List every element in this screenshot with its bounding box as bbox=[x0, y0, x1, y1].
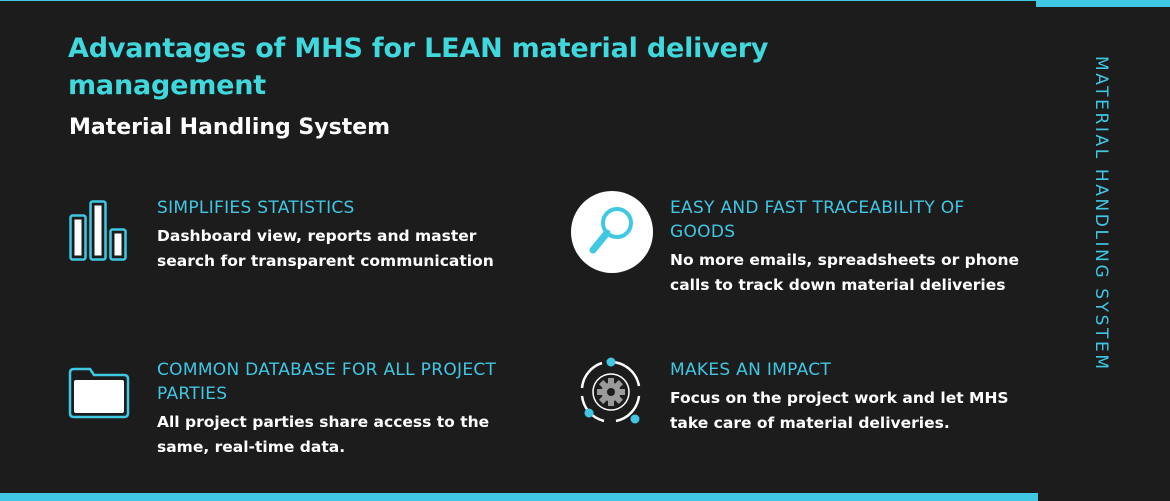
vertical-side-label: MATERIAL HANDLING SYSTEM bbox=[1091, 56, 1111, 372]
feature-simplifies-statistics: SIMPLIFIES STATISTICS Dashboard view, re… bbox=[157, 196, 537, 274]
folder-icon bbox=[68, 367, 130, 424]
feature-description: Dashboard view, reports and master searc… bbox=[157, 227, 494, 270]
feature-description: No more emails, spreadsheets or phone ca… bbox=[670, 251, 1019, 294]
feature-heading: SIMPLIFIES STATISTICS bbox=[157, 198, 355, 218]
bottom-accent-bar bbox=[0, 493, 1038, 501]
magnifier-icon bbox=[570, 190, 654, 279]
feature-description: All project parties share access to the … bbox=[157, 413, 490, 456]
page-title: Advantages of MHS for LEAN material deli… bbox=[68, 33, 769, 101]
feature-description: Focus on the project work and let MHS ta… bbox=[670, 389, 1009, 432]
feature-heading: EASY AND FAST TRACEABILITY OF GOODS bbox=[670, 198, 965, 242]
feature-makes-an-impact: MAKES AN IMPACT Focus on the project wor… bbox=[670, 358, 1020, 436]
bar-chart-icon bbox=[68, 199, 130, 268]
top-accent-bar bbox=[1036, 0, 1170, 7]
feature-traceability: EASY AND FAST TRACEABILITY OF GOODS No m… bbox=[670, 196, 1020, 298]
feature-common-database: COMMON DATABASE FOR ALL PROJECT PARTIES … bbox=[157, 358, 517, 460]
top-accent-line bbox=[0, 0, 1036, 1]
feature-heading: MAKES AN IMPACT bbox=[670, 360, 832, 380]
gear-cycle-icon bbox=[576, 356, 646, 433]
feature-heading: COMMON DATABASE FOR ALL PROJECT PARTIES bbox=[157, 360, 497, 404]
page-subtitle: Material Handling System bbox=[69, 115, 391, 140]
